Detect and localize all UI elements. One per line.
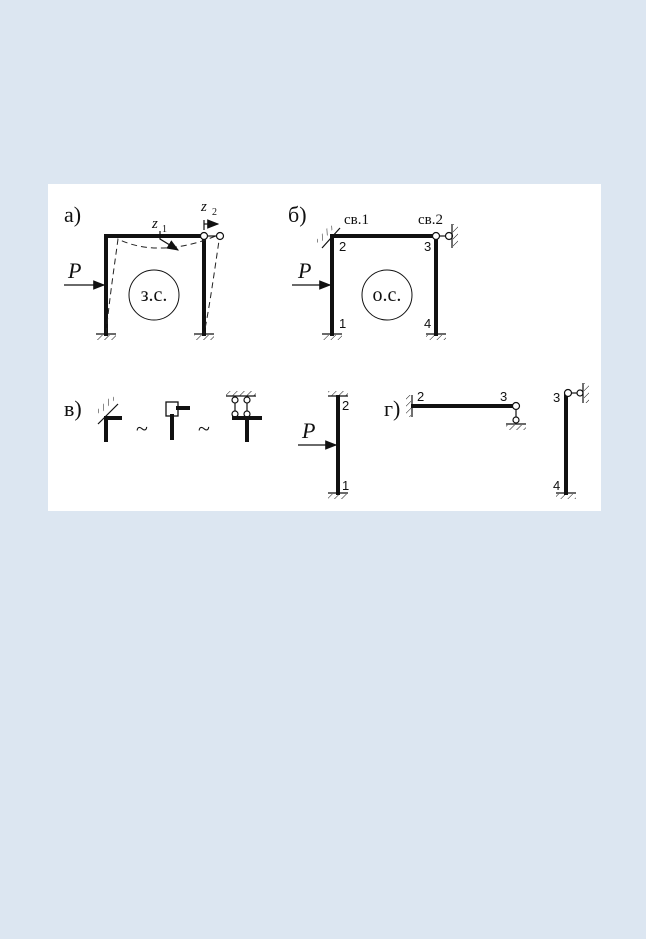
label-v: в) [64,396,82,421]
label-g: г) [384,396,400,421]
diagram-b: б) св.1 св.2 2 3 1 4 P о.с. [288,202,458,340]
z2-label: z [200,199,207,215]
system-circle-b [361,269,413,321]
constraint-1-label: св.1 [344,212,369,228]
node-2-label: 2 [339,239,346,254]
symbol-v-1 [104,416,122,442]
support-a-left [96,335,116,340]
diagram-g: г) 2 3 3 4 [384,383,589,499]
label-b: б) [288,202,307,227]
node-v-2: 2 [342,398,349,413]
frame-b [330,234,438,336]
node-1-label: 1 [339,316,346,331]
label-a: а) [64,202,81,227]
hinge-a-1 [199,231,209,241]
z2-sub: 2 [212,207,217,218]
system-label-b: о.с. [373,284,402,306]
node-g-3b: 3 [553,390,560,405]
diagram-a: а) z 2 z 1 P з.с. [64,199,225,340]
node-4-label: 4 [424,316,431,331]
z1-label: z [151,216,158,232]
symbol-v-3 [226,391,262,442]
z1-sub: 1 [162,224,167,235]
constraint-2-label: св.2 [418,212,443,228]
load-label-a: P [67,258,81,283]
load-label-b: P [297,258,311,283]
frame-a-left-beam [104,234,206,336]
z1-arrow [159,231,180,251]
load-label-v: P [301,418,315,443]
support-g-bottom [556,494,576,499]
figure-panel: а) z 2 z 1 P з.с. б) [48,184,601,511]
support-g-top [584,383,589,403]
diagram-v: в) ~ ~ 2 1 P [64,391,349,499]
support-a-right [194,335,214,340]
node-g-3a: 3 [500,389,507,404]
node-v-1: 1 [342,478,349,493]
support-v-top [328,391,348,396]
support-b-right [426,335,446,340]
node-g-2: 2 [417,389,424,404]
support-g-roller [506,425,526,430]
node-3-label: 3 [424,239,431,254]
support-b-left [322,335,342,340]
hinge-a-2 [215,231,225,241]
tilde-2: ~ [198,416,210,441]
support-g-left [406,395,411,417]
system-label-a: з.с. [141,284,168,306]
tilde-1: ~ [136,416,148,441]
support-v-bottom [328,494,348,499]
system-circle-a [128,269,180,321]
node-g-4: 4 [553,478,560,493]
restraint-b-1 [321,227,341,249]
